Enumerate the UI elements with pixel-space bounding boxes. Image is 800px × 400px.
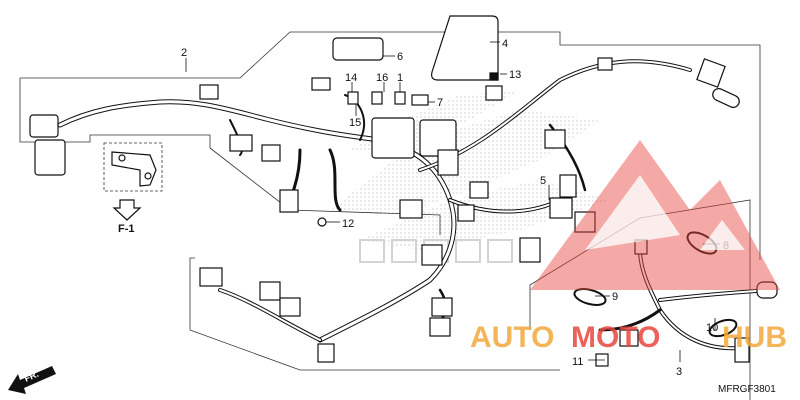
small-parts	[311, 15, 503, 227]
callout-15: 15	[349, 117, 361, 129]
automotohub-logo-watermark: AUTO MOTO HUB	[470, 140, 787, 354]
callout-3: 3	[676, 366, 682, 378]
callout-10: 10	[706, 322, 718, 334]
bracket-view-f1	[111, 151, 157, 187]
connectors	[29, 57, 740, 363]
watermark-text-hub: HUB	[722, 321, 787, 354]
view-arrow-icon	[112, 199, 142, 221]
callout-1: 1	[397, 72, 403, 84]
callout-9: 9	[612, 291, 618, 303]
watermark-text-moto: MOTO	[571, 321, 660, 354]
callout-6: 6	[397, 51, 403, 63]
front-direction-arrow: FR.	[8, 366, 56, 394]
callout-12: 12	[342, 218, 354, 230]
view-reference-label: F-1	[118, 223, 135, 235]
diagram-code: MFRGF3801	[718, 384, 776, 395]
callout-16: 16	[376, 72, 388, 84]
callout-2: 2	[181, 47, 187, 59]
callout-13: 13	[509, 69, 521, 81]
sub-harness-3	[573, 231, 778, 367]
callout-11: 11	[572, 356, 583, 368]
watermark-text-auto: AUTO	[470, 321, 554, 354]
callout-5: 5	[540, 175, 546, 187]
callout-7: 7	[437, 97, 443, 109]
callout-4: 4	[502, 38, 508, 50]
callout-14: 14	[345, 72, 357, 84]
